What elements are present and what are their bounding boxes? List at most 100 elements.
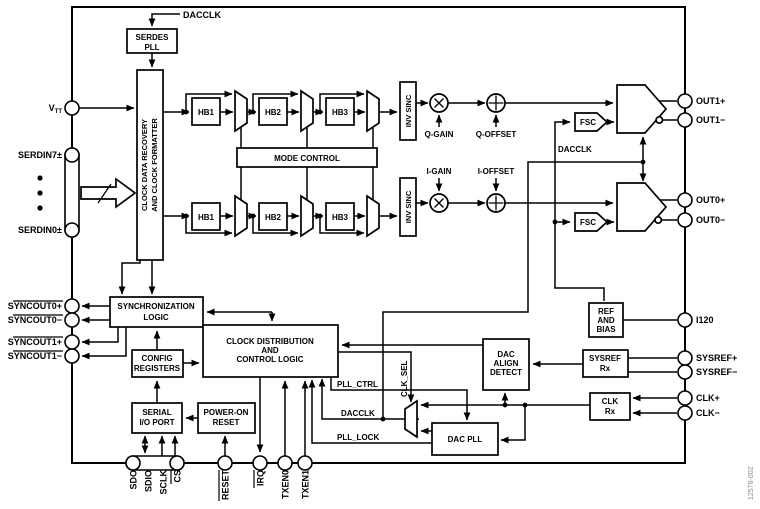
pin-clkn [677, 405, 693, 421]
fsc-upper-block [574, 112, 609, 132]
mux3-lower-icon [366, 194, 380, 238]
clock-mux-icon [404, 399, 418, 439]
serial-io-label-1: SERIAL [142, 408, 171, 417]
wires-dac-outputs [659, 100, 677, 221]
mode-control-label: MODE CONTROL [274, 154, 340, 163]
out0p-label: OUT0+ [696, 195, 725, 205]
dac0-symbol [616, 182, 668, 232]
pin-serdin0 [64, 222, 80, 238]
q-offset-adder-icon [486, 93, 506, 113]
cdr-label-1: CLOCK DATA RECOVERY [140, 119, 149, 211]
wires-mode-control [240, 127, 374, 200]
hb1-upper-block [191, 97, 221, 126]
ref-bias-label-2: AND [597, 316, 615, 325]
ref-bias-label-3: BIAS [596, 325, 616, 334]
fsc-lower-label: FSC [580, 218, 596, 227]
clock-dist-label-3: CONTROL LOGIC [237, 355, 304, 364]
inv-sinc-upper-label: INV SINC [404, 94, 413, 127]
dac1-symbol [616, 84, 668, 134]
inv-sinc-lower-block [399, 177, 417, 237]
fsc-lower-block [574, 212, 609, 232]
hb2-upper-block [258, 97, 288, 126]
dac-align-label-3: DETECT [490, 368, 522, 377]
sysrefp-label: SYSREF+ [696, 353, 737, 363]
sysref-rx-label-1: SYSREF [589, 354, 621, 363]
mode-control-block [236, 147, 378, 168]
serdin-bus-arrow-icon [80, 177, 137, 209]
syncout0p-label: SYNCOUT0+ [8, 301, 62, 311]
pin-syncout1n [64, 348, 80, 364]
dac-pll-block [431, 422, 499, 456]
sync-logic-label-1: SYNCHRONIZATION [117, 302, 194, 311]
hb1-lower-label: HB1 [198, 213, 215, 222]
cdr-label-2: AND CLOCK FORMATTER [150, 118, 159, 212]
bottom-pin-overlines [170, 470, 255, 501]
pin-i120 [677, 312, 693, 328]
q-gain-label: Q-GAIN [425, 130, 454, 139]
pin-cs [169, 455, 185, 471]
q-offset-label: Q-OFFSET [476, 130, 517, 139]
sdo-label: SDO [129, 470, 139, 490]
pin-sysrefp [677, 350, 693, 366]
syncout1n-label: SYNCOUT1− [8, 351, 62, 361]
hb3-lower-block [325, 202, 355, 231]
left-pins [64, 100, 80, 364]
bottom-pins [125, 455, 313, 471]
serdin-ellipsis-icon [37, 175, 43, 211]
clk-sel-label: CLK_SEL [400, 360, 409, 397]
pin-reset [217, 455, 233, 471]
pll-lock-label: PLL_LOCK [337, 433, 379, 442]
pin-out0p [677, 192, 693, 208]
sclk-label: SCLK [159, 470, 169, 495]
clkp-label: CLK+ [696, 393, 720, 403]
sdio-label: SDIO [144, 470, 154, 492]
pin-out1p [677, 93, 693, 109]
clock-distribution-block [202, 324, 339, 378]
clock-data-recovery-block [136, 69, 164, 261]
invert-bubble-icon [654, 215, 663, 225]
mux1-lower-icon [234, 194, 248, 238]
serdes-pll-block [126, 28, 178, 54]
fsc-upper-label: FSC [580, 118, 596, 127]
wires-sync [81, 260, 276, 360]
inv-sinc-upper-block [399, 81, 417, 141]
invert-bubble-icon [655, 115, 664, 125]
clk-rx-block [589, 392, 631, 421]
pin-irq [252, 455, 268, 471]
dacclk-bottom-label: DACCLK [341, 409, 375, 418]
config-registers-label-2: REGISTERS [134, 364, 181, 373]
ref-and-bias-block [588, 302, 624, 338]
hb1-lower-block [191, 202, 221, 231]
ref-bias-label-1: REF [598, 307, 614, 316]
figure-number: 12578-002 [748, 466, 755, 500]
junction-dots [183, 109, 646, 422]
wires-fsc-ref [554, 118, 677, 321]
sysref-rx-label-2: Rx [600, 364, 611, 373]
hb2-lower-label: HB2 [265, 213, 282, 222]
mux1-upper-icon [234, 89, 248, 133]
hb2-lower-block [258, 202, 288, 231]
pin-txen1 [297, 455, 313, 471]
vtt-label: VTT [49, 103, 63, 115]
pin-serdin7 [64, 147, 80, 163]
txen0-label: TXEN0 [281, 470, 291, 499]
serial-io-port-block [131, 402, 183, 434]
pin-out0n [677, 212, 693, 228]
right-pins [677, 93, 693, 421]
pin-syncout0n [64, 312, 80, 328]
clock-dist-label-1: CLOCK DISTRIBUTION [226, 337, 314, 346]
out0n-label: OUT0− [696, 215, 725, 225]
clk-rx-label-2: Rx [605, 407, 616, 416]
irq-label: IRQ [256, 470, 266, 486]
inv-sinc-lower-label: INV SINC [404, 190, 413, 223]
hb3-upper-block [325, 97, 355, 126]
clkn-label: CLK− [696, 408, 720, 418]
sync-logic-label-2: LOGIC [143, 313, 169, 322]
syncout1p-label: SYNCOUT1+ [8, 337, 62, 347]
pll-ctrl-label: PLL_CTRL [337, 380, 378, 389]
power-on-reset-label-1: POWER-ON [204, 408, 249, 417]
pin-txen0 [277, 455, 293, 471]
serdin0-label: SERDIN0± [18, 225, 62, 235]
cs-label: CS [173, 470, 183, 483]
